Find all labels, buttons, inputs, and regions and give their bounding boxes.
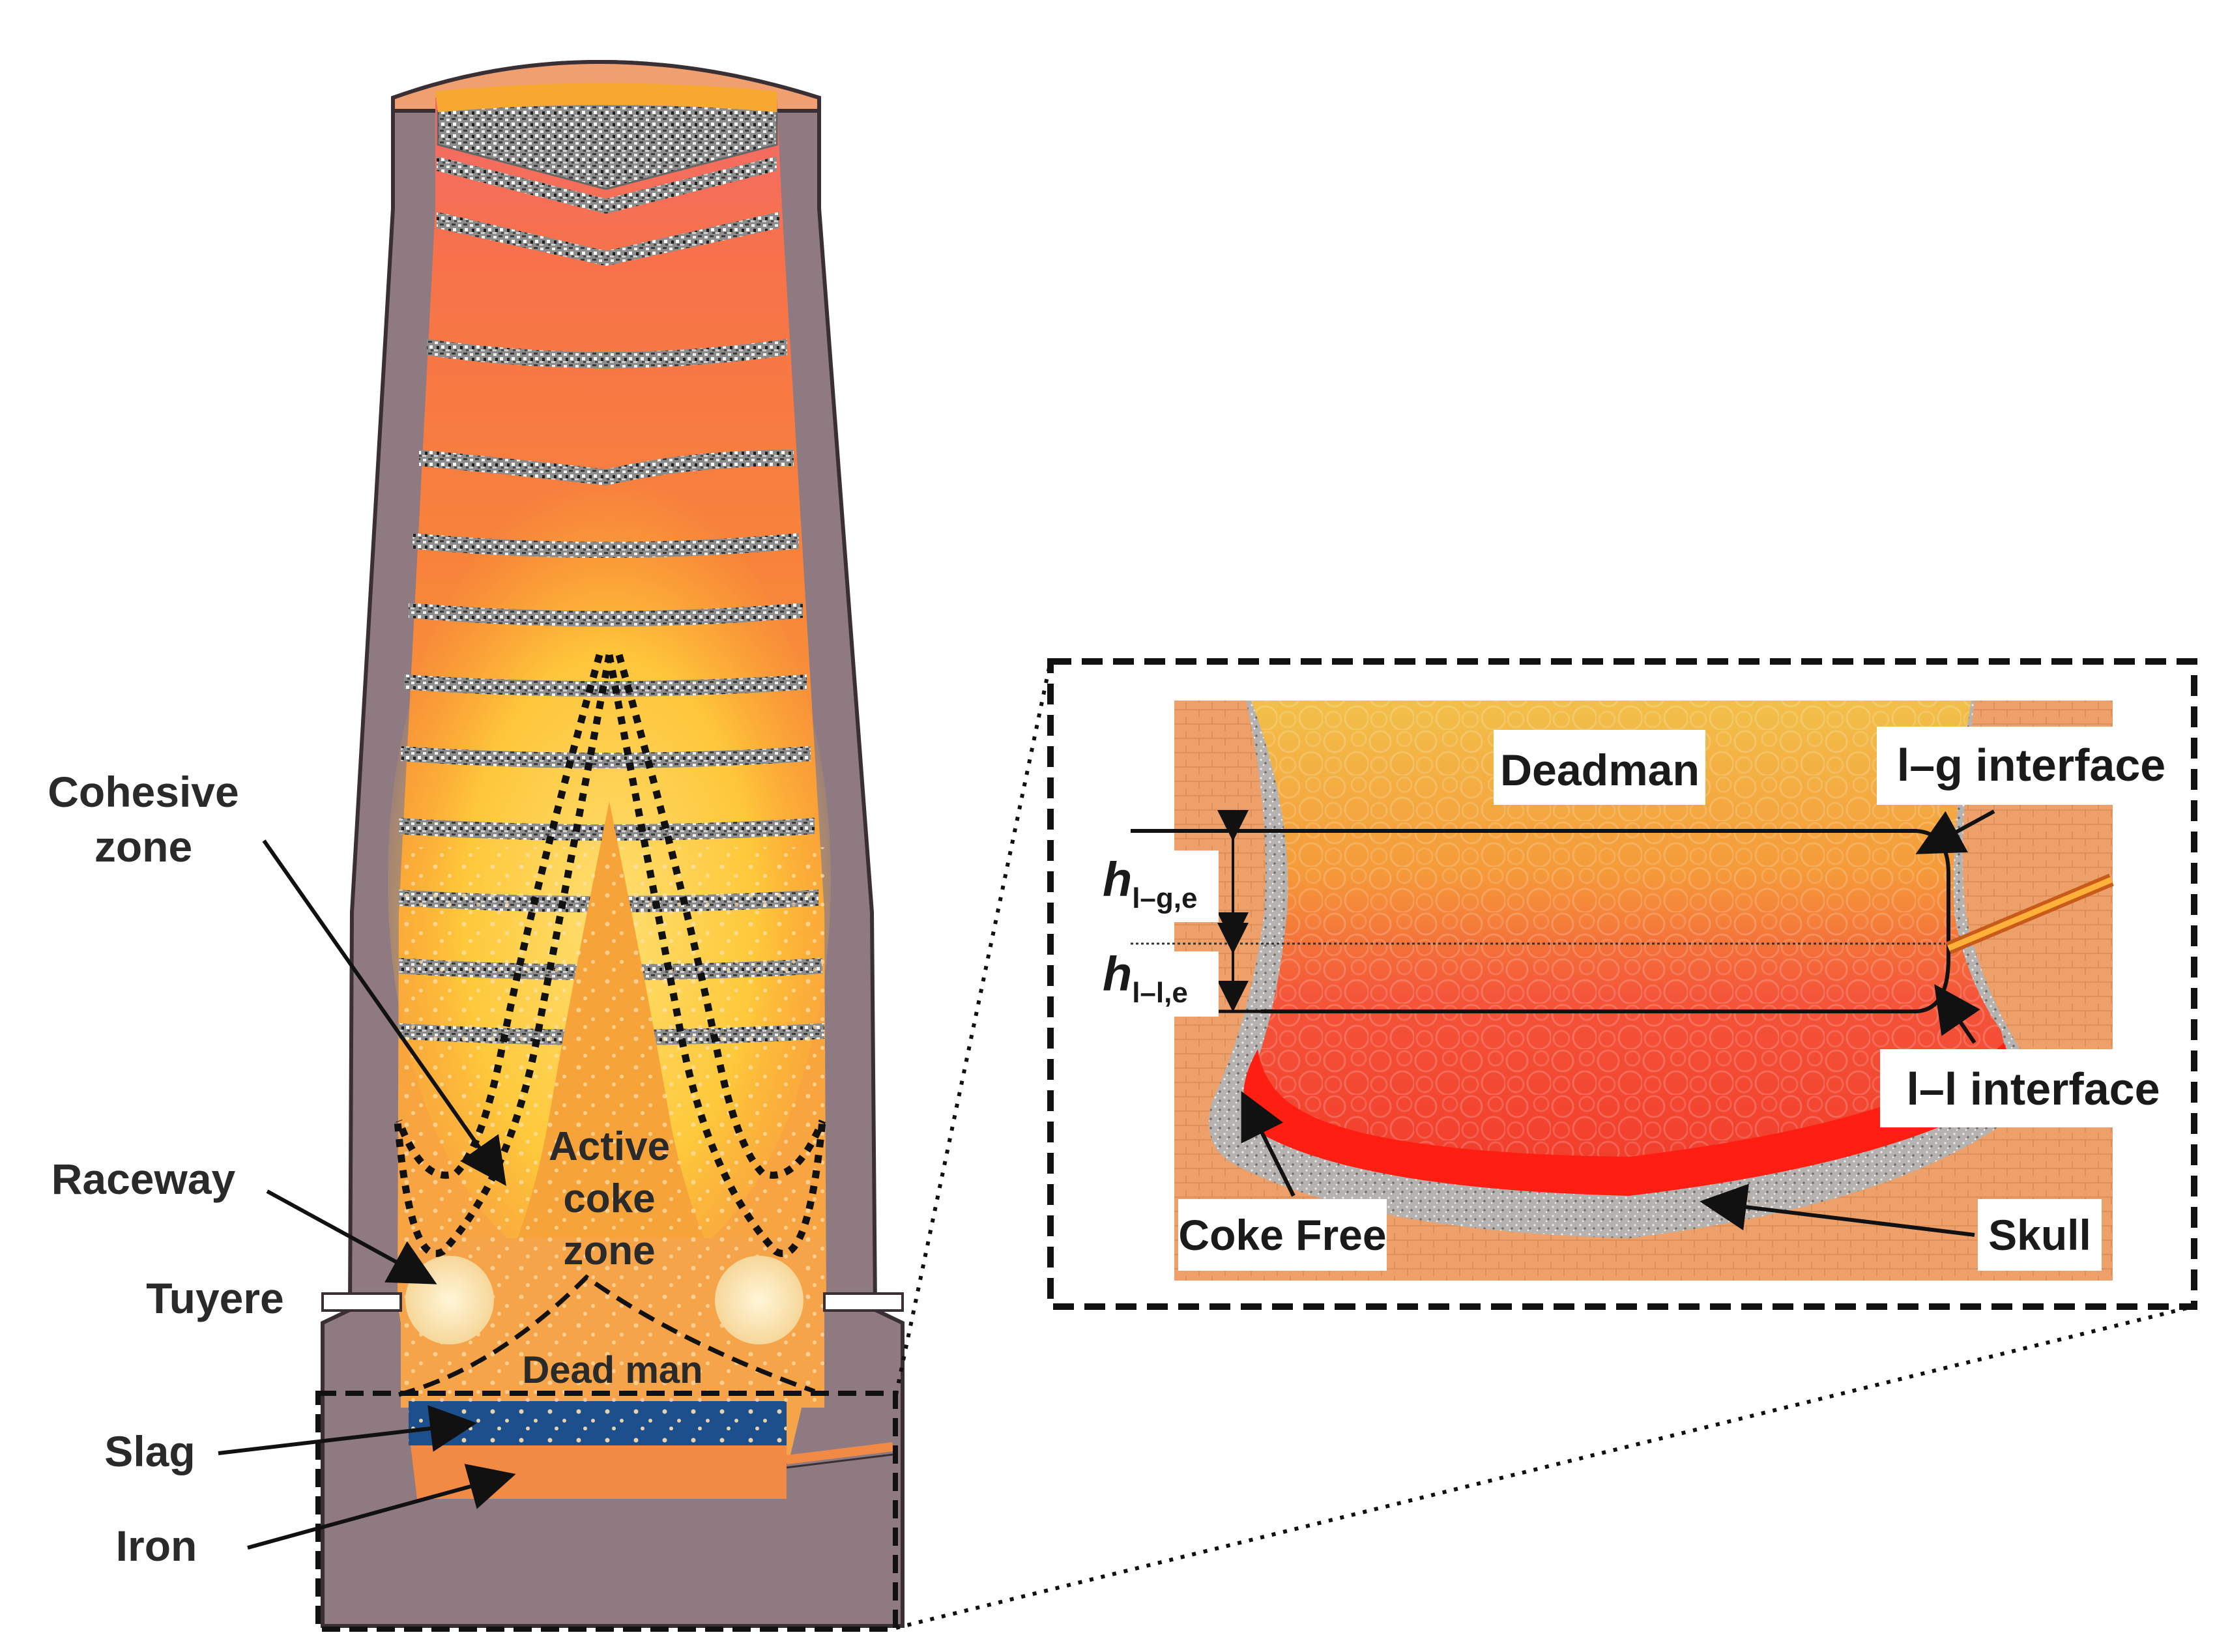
label-lg-interface: l–g interface	[1897, 740, 2165, 790]
inset-taphole-core	[1947, 877, 2113, 951]
cohesive-zone-boundary-outer-right	[615, 654, 826, 1179]
label-ll-interface: l–l interface	[1906, 1064, 2160, 1114]
label-raceway: Raceway	[51, 1155, 236, 1203]
label-h-lg-base: h	[1103, 852, 1132, 906]
skull-label-bg	[1978, 1199, 2102, 1271]
label-h-ll-sub: l–l,e	[1132, 977, 1188, 1009]
tuyere-left	[321, 1292, 402, 1312]
label-h-lg: hl–g,e	[1103, 852, 1197, 914]
arrow-slag	[218, 1405, 477, 1455]
lg-interface-label-bg	[1877, 727, 2186, 805]
arrow-lg-interface	[1915, 809, 1995, 854]
arrow-raceway	[266, 1189, 437, 1284]
label-active-coke-3: zone	[563, 1228, 655, 1273]
arrow-cohesive-zone	[262, 839, 506, 1186]
label-coke-free: Coke Free	[1178, 1211, 1386, 1259]
arrow-ll-interface	[1934, 984, 1980, 1044]
blast-furnace	[315, 60, 905, 1632]
deadman-bubbles	[1243, 701, 2005, 1193]
label-cohesive-zone-2: zone	[94, 822, 192, 871]
arrow-iron	[247, 1464, 516, 1550]
deadman-label-bg	[1494, 730, 1705, 805]
raceway-left	[405, 1256, 494, 1344]
arrow-coke-free	[1241, 1091, 1296, 1197]
label-skull: Skull	[1988, 1211, 2091, 1259]
label-slag: Slag	[104, 1427, 195, 1475]
ll-interface-label-bg	[1880, 1049, 2186, 1127]
label-deadman: Deadman	[1500, 746, 1700, 795]
label-h-ll: hl–l,e	[1103, 947, 1188, 1009]
label-dead-man: Dead man	[522, 1349, 702, 1391]
tuyere-right	[823, 1292, 904, 1312]
iron-layer	[411, 1445, 787, 1499]
h-lg-label-bg	[1101, 850, 1219, 922]
furnace-callouts: Cohesive zone Raceway Tuyere Slag Iron A…	[48, 768, 702, 1570]
cohesive-zone-boundary-inner-right	[605, 654, 826, 1257]
label-tuyere: Tuyere	[146, 1274, 284, 1322]
dead-man-boundary	[398, 1274, 816, 1397]
top-orange-band	[435, 83, 777, 112]
label-h-ll-base: h	[1103, 947, 1132, 1001]
cohesive-zone-boundary-inner	[394, 654, 613, 1257]
label-iron: Iron	[116, 1522, 197, 1570]
label-h-lg-sub: l–g,e	[1132, 882, 1197, 914]
h-ll-label-bg	[1101, 951, 1219, 1017]
hearth-highlight-box	[315, 1391, 898, 1632]
label-cohesive-zone-1: Cohesive	[48, 768, 239, 816]
hearth-inset: Deadman l–g interface l–l interface Coke…	[1047, 658, 2197, 1310]
cohesive-zone-boundary-outer	[395, 654, 603, 1179]
coke-free-zone	[1243, 1043, 2010, 1196]
raceway-right	[715, 1256, 803, 1344]
label-active-coke-2: coke	[563, 1176, 655, 1221]
label-active-coke-1: Active	[549, 1124, 670, 1169]
taphole-edge	[786, 1453, 893, 1469]
arrow-skull	[1700, 1183, 1975, 1237]
coke-free-label-bg	[1178, 1199, 1387, 1271]
taphole	[786, 1442, 893, 1464]
zoom-connectors	[894, 661, 2193, 1630]
